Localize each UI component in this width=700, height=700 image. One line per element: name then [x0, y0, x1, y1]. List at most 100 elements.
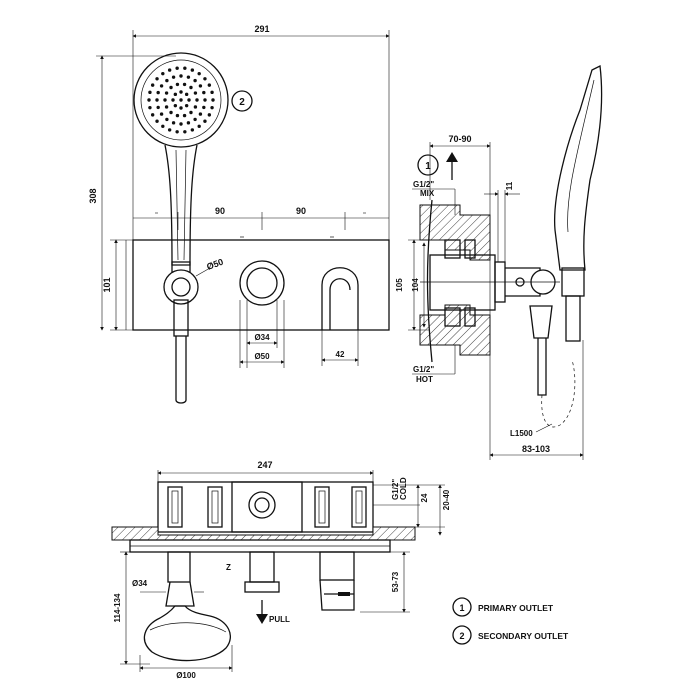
spray-hole: [186, 75, 191, 79]
spray-hole: [147, 98, 151, 102]
spray-hole: [187, 98, 191, 102]
spray-hole: [156, 90, 160, 95]
spray-hole: [211, 98, 215, 102]
spray-hole: [189, 85, 193, 90]
dim-105: 105: [395, 278, 404, 292]
spray-hole: [163, 98, 167, 102]
spray-hole: [148, 105, 152, 110]
spray-hole: [173, 103, 178, 108]
callout-1-circle: [417, 154, 439, 176]
spray-hole: [190, 128, 195, 132]
hand-shower: [133, 52, 229, 404]
spray-hole: [165, 117, 169, 122]
spray-hole: [197, 71, 201, 76]
dim-overall-width: 291: [254, 24, 269, 34]
spray-hole: [193, 105, 198, 109]
legend-item-secondary: 2 SECONDARY OUTLET: [452, 625, 569, 645]
dim-plan-dia-100: Ø100: [176, 671, 196, 680]
spray-hole: [155, 77, 159, 81]
dim-plate-height: 101: [102, 277, 112, 292]
spray-hole: [202, 105, 206, 110]
spray-hole: [159, 84, 164, 88]
dim-plan-width: 247: [257, 460, 272, 470]
spray-hole: [164, 105, 169, 109]
spray-hole: [183, 130, 187, 134]
spray-hole: [167, 68, 172, 72]
label-z: Z: [226, 563, 231, 572]
dim-53-73: 53-73: [391, 571, 400, 592]
spray-hole: [202, 90, 206, 95]
plan-view: 247 G1/2" COLD 24 20-40 53-73: [111, 460, 451, 680]
label-pull: PULL: [269, 615, 290, 624]
spray-hole: [167, 128, 172, 132]
spray-hole: [148, 90, 152, 95]
spray-hole: [169, 85, 173, 90]
front-view: 291 308 90 90 101: [88, 24, 390, 404]
spray-hole: [159, 112, 164, 116]
label-cold: COLD: [399, 477, 408, 500]
label-hot: HOT: [416, 375, 433, 384]
spray-hole: [161, 71, 165, 76]
spray-hole: [175, 66, 179, 70]
spray-hole: [164, 91, 169, 95]
dim-offset: 11: [505, 181, 514, 190]
spray-hole: [183, 66, 187, 70]
spray-hole: [173, 92, 178, 97]
spray-hole: [210, 105, 214, 110]
spray-hole: [179, 98, 183, 102]
spray-hole: [190, 68, 195, 72]
legend-label-2: SECONDARY OUTLET: [478, 631, 569, 641]
spray-hole: [195, 98, 199, 102]
callout-1: 1: [425, 161, 431, 172]
spray-hole: [197, 124, 201, 129]
dim-dia-34: Ø34: [254, 333, 270, 342]
spray-hole: [184, 103, 189, 108]
spray-hole: [207, 113, 212, 117]
spray-hole: [161, 124, 165, 129]
spray-hole: [179, 90, 183, 94]
spray-hole: [198, 84, 203, 88]
spray-hole: [210, 90, 214, 95]
legend-number-2: 2: [459, 631, 464, 641]
spray-hole: [179, 122, 183, 126]
dim-83-103: 83-103: [522, 444, 550, 454]
spray-hole: [175, 113, 180, 118]
legend-number-1: 1: [459, 603, 464, 613]
spray-hole: [150, 113, 155, 117]
spray-hole: [189, 110, 193, 115]
dim-lever: 42: [336, 350, 345, 359]
dim-24: 24: [420, 493, 429, 502]
spray-hole: [175, 82, 180, 87]
spray-hole: [171, 121, 176, 125]
dim-114-134: 114-134: [113, 593, 122, 622]
legend: 1 PRIMARY OUTLET 2 SECONDARY OUTLET: [452, 597, 569, 645]
label-mix: MIX: [420, 189, 435, 198]
spray-hole: [203, 98, 207, 102]
spray-hole: [184, 92, 189, 97]
spray-hole: [155, 98, 159, 102]
spray-hole: [171, 98, 175, 102]
spray-hole: [193, 91, 198, 95]
spray-hole: [193, 78, 197, 83]
wall-plate: [132, 239, 390, 331]
dim-plan-dia-34: Ø34: [132, 579, 148, 588]
spray-hole: [203, 77, 207, 81]
dim-spacing-1: 90: [215, 206, 225, 216]
spray-hole: [182, 82, 187, 87]
spray-hole: [186, 121, 191, 125]
legend-item-primary: 1 PRIMARY OUTLET: [452, 597, 554, 617]
spray-hole: [156, 105, 160, 110]
dim-spacing-2: 90: [296, 206, 306, 216]
spray-hole: [198, 112, 203, 116]
spray-hole: [150, 83, 155, 87]
label-hot-thread: G1/2": [413, 365, 434, 374]
spray-hole: [182, 113, 187, 118]
dim-104: 104: [411, 278, 420, 292]
side-view: 70-90 11 105 104 83-103 1 G1/2" MIX G1/2…: [395, 65, 603, 460]
spray-hole: [193, 117, 197, 122]
spray-hole: [169, 110, 173, 115]
dim-depth: 70-90: [448, 134, 471, 144]
dim-overall-height: 308: [88, 188, 98, 203]
callout-2: 2: [239, 97, 245, 108]
